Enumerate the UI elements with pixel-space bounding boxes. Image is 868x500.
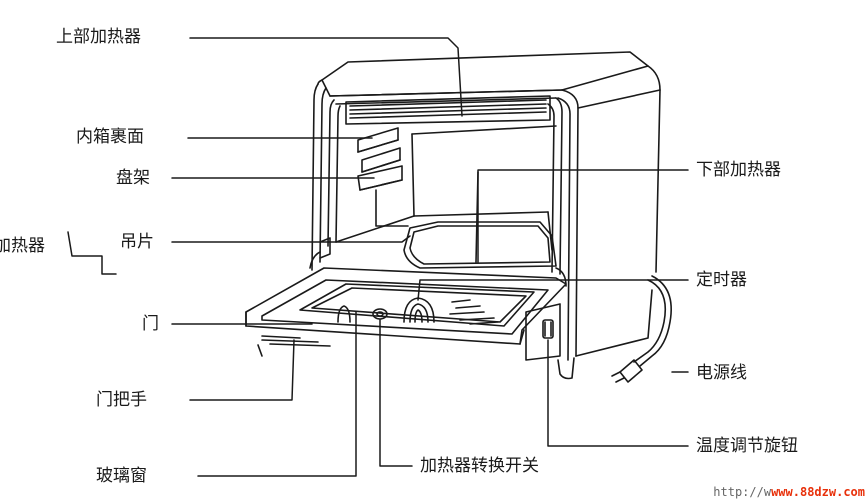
label-mid-heater: 加热器 [0, 236, 45, 256]
label-door-handle: 门把手 [96, 390, 147, 410]
leader-top-heater [190, 38, 462, 116]
label-hanger: 吊片 [120, 232, 154, 252]
label-door: 门 [142, 314, 159, 334]
leader-door-handle [190, 340, 294, 400]
oven-door [246, 268, 566, 346]
leader-timer [418, 280, 688, 300]
watermark-left: http://w [713, 485, 772, 499]
label-temp-knob: 温度调节旋钮 [696, 436, 798, 456]
leader-bottom-heater [478, 170, 688, 262]
watermark: http://wwww.88dzw.com [710, 484, 868, 500]
watermark-right: www.88dzw.com [771, 485, 865, 499]
label-top-heater: 上部加热器 [56, 27, 141, 47]
label-power-cord: 电源线 [696, 363, 747, 383]
leader-temp-knob [548, 340, 688, 446]
label-rack: 盘架 [116, 168, 150, 188]
label-glass-window: 玻璃窗 [96, 466, 147, 486]
leader-heater-switch [380, 320, 412, 466]
label-bottom-heater: 下部加热器 [696, 160, 781, 180]
leader-mid-heater [68, 232, 116, 274]
power-cord [612, 276, 671, 382]
leader-lines [68, 38, 688, 476]
label-timer: 定时器 [696, 270, 747, 290]
control-panel [526, 304, 560, 360]
cabinet-body [258, 52, 660, 379]
leader-glass-window [198, 312, 356, 476]
label-inner-back: 内箱裹面 [76, 127, 144, 147]
label-heater-switch: 加热器转换开关 [420, 456, 539, 476]
leader-hanger [172, 236, 410, 242]
